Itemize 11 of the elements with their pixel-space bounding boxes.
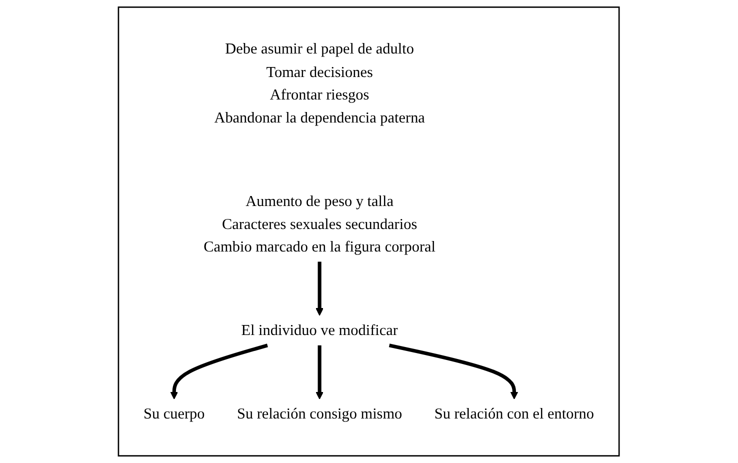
arrow <box>389 344 518 400</box>
arrow <box>316 345 324 400</box>
node-text: Su relación con el entorno <box>434 405 594 422</box>
node-text: Aumento de peso y talla Caracteres sexuales secundarios Cambio marcado en la figura corporal <box>204 192 436 255</box>
node-text: Debe asumir el papel de adulto Tomar decisiones Afrontar riesgos Abandonar la dependencia paterna <box>214 40 426 126</box>
arrow <box>170 344 268 400</box>
arrow <box>316 262 324 316</box>
cluster <box>118 6 620 457</box>
node-text: Su cuerpo <box>144 405 205 422</box>
node-text: Su relación consigo mismo <box>237 405 402 422</box>
node-text: El individuo ve modificar <box>241 322 398 339</box>
